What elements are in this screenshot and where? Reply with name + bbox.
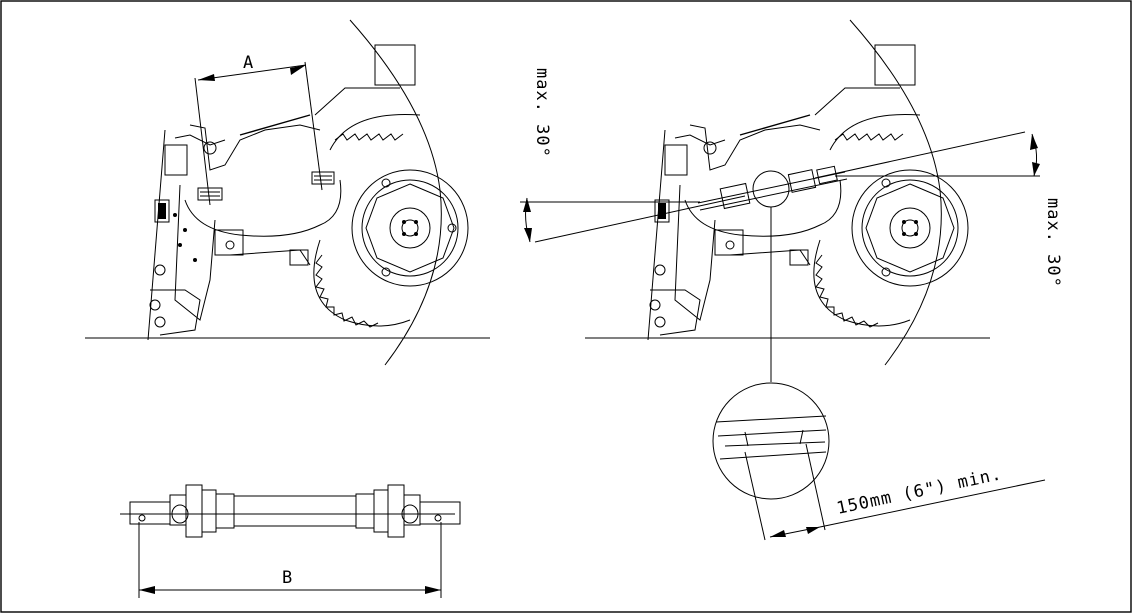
dimension-a-label: A <box>243 53 254 73</box>
angle-label-left: max. 30° <box>532 68 552 158</box>
overlap-detail-circle <box>752 170 790 208</box>
view-angle-overlap <box>520 19 1046 541</box>
tractor-hood <box>314 87 400 116</box>
angle-label-right: max. 30° <box>1043 198 1063 288</box>
overlap-label: 150mm (6") min. <box>835 464 1004 519</box>
rear-wheel <box>313 113 469 328</box>
pto-shaft-end-tractor <box>311 171 335 185</box>
angle-dimension-left <box>520 195 746 243</box>
implement-frame-right <box>647 114 842 341</box>
pto-shaft-angled <box>697 165 848 211</box>
view-dimension-a: A <box>85 19 490 366</box>
implement-frame <box>147 114 342 341</box>
rear-wheel-right <box>813 113 969 328</box>
dimension-b <box>138 522 442 598</box>
tractor-cab-part <box>374 44 416 86</box>
angle-dimension-right <box>814 131 1040 179</box>
detail-overlap <box>712 382 1046 541</box>
dimension-b-label: B <box>282 568 293 588</box>
dimension-a <box>194 61 323 206</box>
view-dimension-b: B <box>120 484 461 598</box>
pto-shaft-end-implement <box>197 187 223 201</box>
